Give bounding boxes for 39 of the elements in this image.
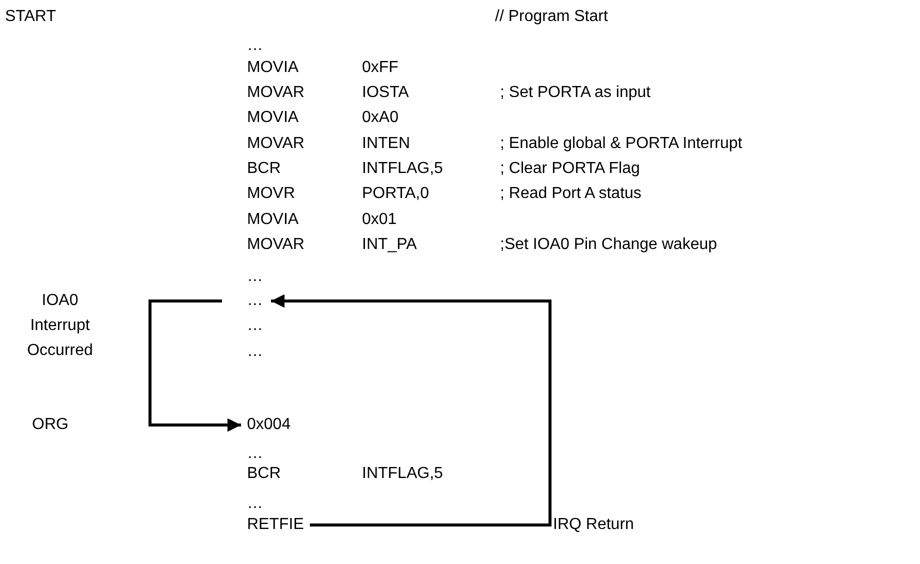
instruction: BCR xyxy=(247,465,281,483)
instruction: … xyxy=(247,268,263,286)
edge-label: IOA0 Interrupt Occurred xyxy=(26,291,94,361)
operand: INTFLAG,5 xyxy=(362,160,443,178)
operand: IOSTA xyxy=(362,84,409,102)
label: ORG xyxy=(32,416,68,434)
instruction: MOVIA xyxy=(247,59,299,77)
comment: ; Read Port A status xyxy=(500,185,642,203)
comment: ;Set IOA0 Pin Change wakeup xyxy=(500,236,718,254)
operand: INT_PA xyxy=(362,236,417,254)
instruction: MOVIA xyxy=(247,211,299,229)
instruction: MOVR xyxy=(247,185,295,203)
operand: 0xFF xyxy=(362,59,398,77)
instruction: MOVAR xyxy=(247,236,304,254)
operand: PORTA,0 xyxy=(362,185,429,203)
instruction: … xyxy=(247,495,263,513)
code-line: 0x004 xyxy=(247,416,291,434)
instruction: … xyxy=(247,445,263,463)
comment: ; Clear PORTA Flag xyxy=(500,160,640,178)
instruction: MOVIA xyxy=(247,109,299,127)
instruction: … xyxy=(247,343,263,361)
instruction: … xyxy=(247,37,263,55)
instruction: … xyxy=(247,317,263,335)
label: START xyxy=(5,8,56,26)
operand: INTEN xyxy=(362,135,410,153)
instruction: MOVAR xyxy=(247,84,304,102)
comment: ; Set PORTA as input xyxy=(500,84,651,102)
edge-label: IRQ Return xyxy=(553,516,634,534)
arrow xyxy=(271,294,552,526)
comment: ; Enable global & PORTA Interrupt xyxy=(500,135,742,153)
code-line: … xyxy=(247,292,263,310)
code-line: RETFIE xyxy=(247,516,304,534)
comment: // Program Start xyxy=(495,8,608,26)
instruction: BCR xyxy=(247,160,281,178)
operand: 0x01 xyxy=(362,211,397,229)
instruction: MOVAR xyxy=(247,135,304,153)
operand: 0xA0 xyxy=(362,109,398,127)
arrow xyxy=(148,300,241,432)
operand: INTFLAG,5 xyxy=(362,465,443,483)
